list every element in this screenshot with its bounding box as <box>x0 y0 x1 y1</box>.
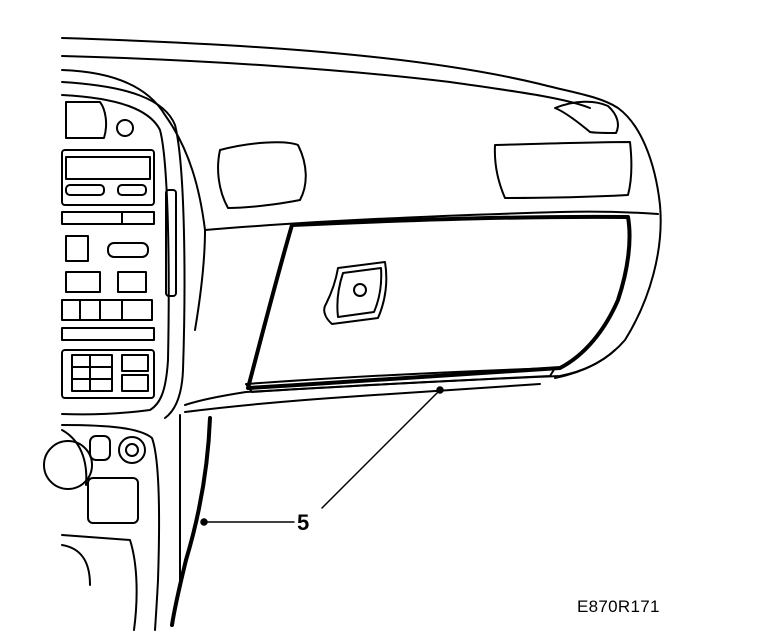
side-vent-strip <box>165 189 177 297</box>
lower-dashboard-edge <box>184 349 616 413</box>
climate-controls <box>61 349 155 399</box>
radio-unit <box>61 149 155 341</box>
upper-display <box>65 101 134 139</box>
figure-code: E870R171 <box>577 597 660 616</box>
callout-label-5: 5 <box>297 510 309 535</box>
demister-vent <box>554 100 619 134</box>
lower-console <box>43 424 161 631</box>
callout-dot-glovebox <box>436 386 444 394</box>
dashboard-top-outline <box>61 37 662 379</box>
glove-box-panel-edge <box>170 414 212 627</box>
right-dash-vent <box>493 141 633 199</box>
callout-dot-lower-edge <box>200 518 208 526</box>
left-dash-vent <box>217 141 307 209</box>
callout-leaders <box>200 386 444 526</box>
glove-box-door <box>245 214 632 393</box>
glove-box-latch <box>323 261 388 325</box>
